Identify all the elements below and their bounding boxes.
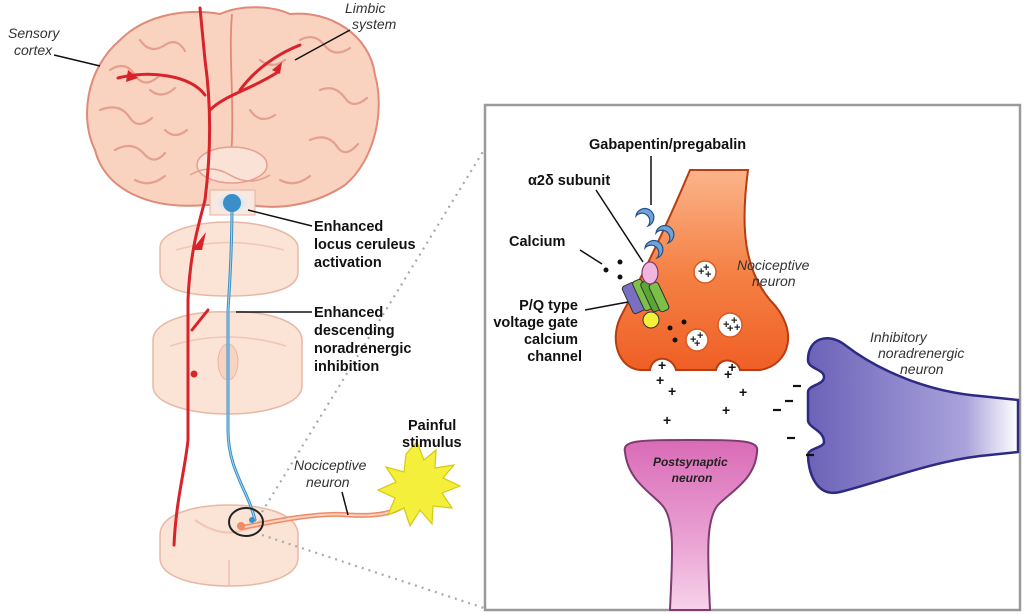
svg-text:+: + (656, 372, 664, 388)
postsynaptic-neuron (623, 439, 759, 611)
descending-inhibition-label: Enhanced descending noradrenergic inhibi… (314, 305, 416, 375)
svg-text:+: + (728, 359, 736, 375)
inhibitory-neuron (806, 336, 1020, 495)
svg-text:+: + (731, 315, 737, 327)
svg-text:+: + (727, 323, 733, 335)
synapse-highlight (228, 507, 264, 537)
gabapentin-molecules (635, 208, 675, 260)
locus-ceruleus-node (223, 194, 241, 212)
nociceptive-neuron-right-label: Nociceptive neuron (737, 257, 813, 289)
arrowhead-limbic (272, 62, 282, 74)
panel-leaders (579, 156, 652, 311)
cleft-positive-charges: +++ +++ ++ (656, 357, 747, 428)
svg-text:+: + (724, 366, 732, 382)
inhibitory-neuron-label: Inhibitory noradrenergic neuron (870, 329, 968, 377)
svg-text:+: + (734, 322, 740, 334)
descending-noradrenergic-pathway (226, 203, 257, 522)
leader-lines (53, 29, 351, 313)
svg-text:+: + (723, 319, 729, 331)
postsynaptic-neuron-label: Postsynaptic neuron (653, 455, 731, 485)
painful-stimulus-star (376, 440, 462, 528)
pq-channel-label: P/Q type voltage gate calcium channel (493, 298, 582, 365)
painful-stimulus-label: Painful stimulus (402, 418, 462, 451)
inhibitory-negative-charges (773, 384, 814, 457)
vesicles (685, 260, 743, 352)
vesicle-charges: +++ ++++ +++ (690, 262, 740, 350)
svg-text:+: + (668, 383, 676, 399)
red-node (190, 370, 198, 378)
brain (86, 6, 380, 208)
svg-text:+: + (697, 330, 703, 342)
locus-ceruleus-label: Enhanced locus ceruleus activation (314, 219, 420, 271)
calcium-label: Calcium (509, 234, 565, 250)
svg-text:+: + (705, 269, 711, 281)
calcium-ions (603, 259, 687, 343)
svg-text:+: + (698, 266, 704, 278)
svg-text:+: + (690, 334, 696, 346)
svg-text:+: + (658, 357, 666, 373)
svg-text:+: + (663, 412, 671, 428)
svg-text:+: + (694, 338, 700, 350)
svg-text:+: + (739, 384, 747, 400)
nociceptive-neuron-left-label: Nociceptive neuron (294, 457, 370, 490)
pq-calcium-channel (621, 278, 670, 329)
svg-text:+: + (703, 262, 709, 274)
a2d-subunit (641, 261, 659, 285)
gabapentin-label: Gabapentin/pregabalin (589, 137, 746, 153)
limbic-system-label: Limbic system (345, 0, 397, 32)
a2d-subunit-label: α2δ subunit (528, 173, 610, 189)
sensory-cortex-label: Sensory cortex (8, 25, 63, 58)
svg-text:+: + (722, 402, 730, 418)
nociceptive-leader (341, 491, 349, 516)
red-nucleus (192, 232, 206, 250)
zoom-lines (261, 149, 485, 610)
arrowhead-sensory (126, 70, 138, 82)
